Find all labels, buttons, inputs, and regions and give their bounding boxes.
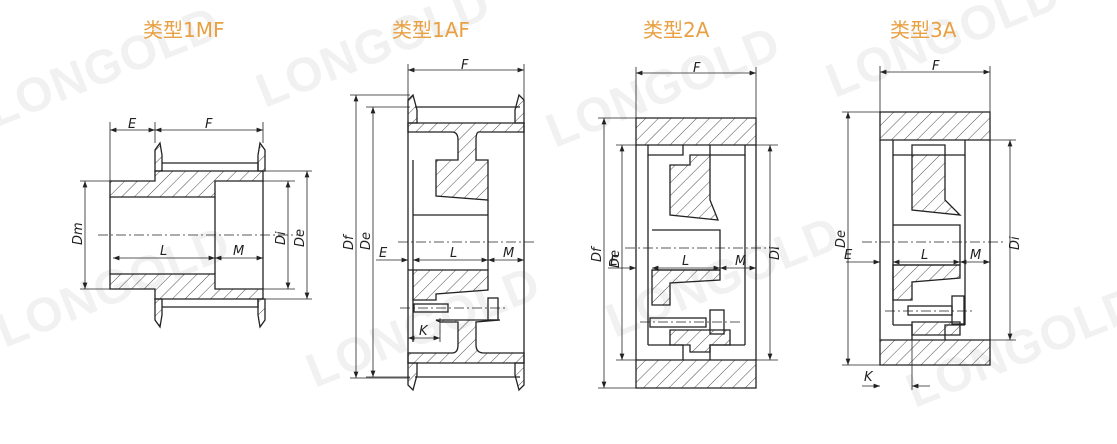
label-f: F xyxy=(693,61,701,76)
label-di: Di xyxy=(1008,236,1023,250)
label-k: K xyxy=(419,324,429,339)
label-dm: Dm xyxy=(71,222,86,245)
label-e: E xyxy=(128,117,137,132)
label-e: E xyxy=(610,254,619,269)
label-df: Df xyxy=(590,245,605,262)
label-di: Di xyxy=(768,246,783,260)
label-de: De xyxy=(359,232,374,250)
label-m: M xyxy=(735,254,746,269)
label-m: M xyxy=(233,244,244,259)
title-type-3a: 类型3A xyxy=(890,18,957,42)
drawing-1af: F E L M K Df De xyxy=(342,58,535,392)
title-type-1af: 类型1AF xyxy=(392,18,470,42)
label-e: E xyxy=(844,248,853,263)
drawing-3a: F E L M K De Di xyxy=(834,59,1023,390)
label-di: Di xyxy=(274,231,289,245)
label-f: F xyxy=(932,59,940,74)
title-type-1mf: 类型1MF xyxy=(143,18,225,42)
label-df: Df xyxy=(342,233,357,250)
label-l: L xyxy=(682,254,689,269)
label-l: L xyxy=(160,244,167,259)
label-f: F xyxy=(205,117,213,132)
label-f: F xyxy=(461,58,469,73)
label-m: M xyxy=(503,246,514,261)
label-e: E xyxy=(379,246,388,261)
label-k: K xyxy=(864,370,874,385)
label-l: L xyxy=(921,248,928,263)
drawing-2a: F E L M Df De Di xyxy=(590,61,783,389)
drawing-1mf: E F L M Dm Di De xyxy=(71,117,312,329)
label-de: De xyxy=(834,230,849,248)
label-de: De xyxy=(608,250,623,268)
title-type-2a: 类型2A xyxy=(643,18,710,42)
label-m: M xyxy=(970,248,981,263)
label-l: L xyxy=(450,246,457,261)
label-de: De xyxy=(293,229,308,247)
